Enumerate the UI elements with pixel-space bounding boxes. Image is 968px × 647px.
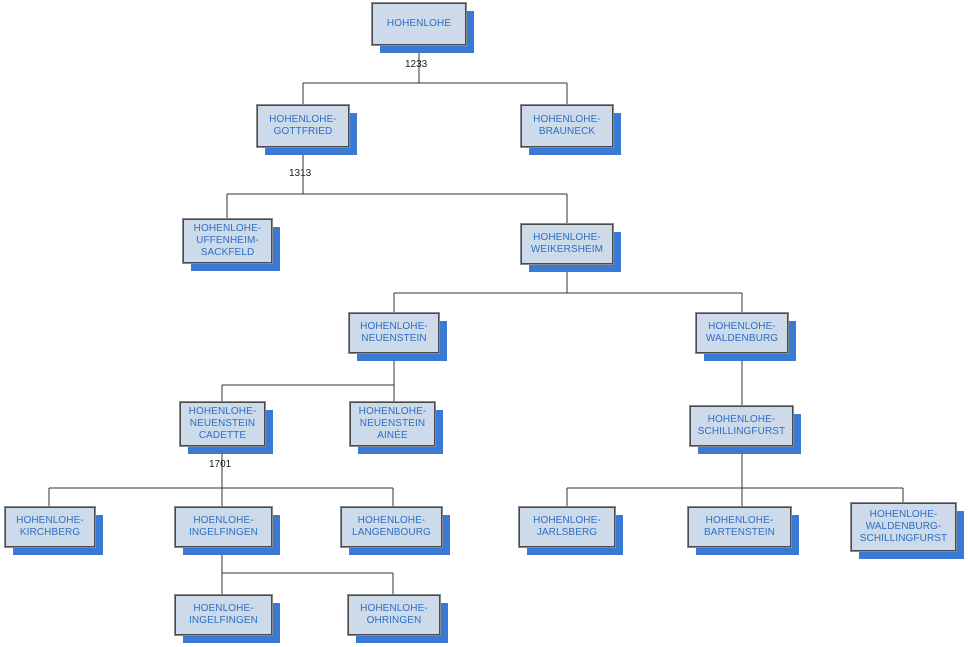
node-label: HOHENLOHE- UFFENHEIM- SACKFELD xyxy=(193,223,262,258)
node-kirchberg[interactable]: HOHENLOHE- KIRCHBERG xyxy=(4,506,96,548)
node-label: HOHENLOHE- BARTENSTEIN xyxy=(704,515,775,538)
node-ingelfingen-2[interactable]: HOENLOHE- INGELFINGEN xyxy=(174,594,273,636)
node-label: HOHENLOHE- GOTTFRIED xyxy=(269,114,337,137)
node-waldenburg-schillingfurst[interactable]: HOHENLOHE- WALDENBURG- SCHILLINGFURST xyxy=(850,502,957,552)
node-label: HOHENLOHE- LANGENBOURG xyxy=(352,515,431,538)
node-weikersheim[interactable]: HOHENLOHE- WEIKERSHEIM xyxy=(520,223,614,265)
node-neuenstein-cadette[interactable]: HOHENLOHE- NEUENSTEIN CADETTE xyxy=(179,401,266,447)
node-uffenheim-sackfeld[interactable]: HOHENLOHE- UFFENHEIM- SACKFELD xyxy=(182,218,273,264)
node-label: HOHENLOHE- WALDENBURG xyxy=(705,321,779,344)
node-neuenstein-ainee[interactable]: HOHENLOHE- NEUENSTEIN AINÉE xyxy=(349,401,436,447)
node-langenbourg[interactable]: HOHENLOHE- LANGENBOURG xyxy=(340,506,443,548)
node-hohenlohe[interactable]: HOHENLOHE xyxy=(371,2,467,46)
node-neuenstein[interactable]: HOHENLOHE- NEUENSTEIN xyxy=(348,312,440,354)
node-label: HOENLOHE- INGELFINGEN xyxy=(189,515,258,538)
node-label: HOHENLOHE- NEUENSTEIN AINÉE xyxy=(358,406,427,441)
node-label: HOHENLOHE- KIRCHBERG xyxy=(16,515,84,538)
node-jarlsberg[interactable]: HOHENLOHE- JARLSBERG xyxy=(518,506,616,548)
node-gottfried[interactable]: HOHENLOHE- GOTTFRIED xyxy=(256,104,350,148)
node-label: HOENLOHE- INGELFINGEN xyxy=(189,603,258,626)
node-bartenstein[interactable]: HOHENLOHE- BARTENSTEIN xyxy=(687,506,792,548)
edge-label-label-1701: 1701 xyxy=(209,459,232,470)
node-label: HOHENLOHE- JARLSBERG xyxy=(533,515,601,538)
node-label: HOHENLOHE- NEUENSTEIN xyxy=(360,321,428,344)
edge-label-label-1233: 1233 xyxy=(405,59,428,70)
node-ingelfingen[interactable]: HOENLOHE- INGELFINGEN xyxy=(174,506,273,548)
node-waldenburg[interactable]: HOHENLOHE- WALDENBURG xyxy=(695,312,789,354)
node-label: HOHENLOHE- SCHILLINGFURST xyxy=(697,414,786,437)
node-label: HOHENLOHE- WEIKERSHEIM xyxy=(530,232,604,255)
node-label: HOHENLOHE xyxy=(386,18,452,29)
node-schillingfurst[interactable]: HOHENLOHE- SCHILLINGFURST xyxy=(689,405,794,447)
node-ohringen[interactable]: HOHENLOHE- OHRINGEN xyxy=(347,594,441,636)
node-label: HOHENLOHE- OHRINGEN xyxy=(360,603,428,626)
node-label: HOHENLOHE- BRAUNECK xyxy=(533,114,601,137)
node-brauneck[interactable]: HOHENLOHE- BRAUNECK xyxy=(520,104,614,148)
node-label: HOHENLOHE- WALDENBURG- SCHILLINGFURST xyxy=(859,509,948,544)
edge-label-label-1313: 1313 xyxy=(289,168,312,179)
node-label: HOHENLOHE- NEUENSTEIN CADETTE xyxy=(188,406,257,441)
